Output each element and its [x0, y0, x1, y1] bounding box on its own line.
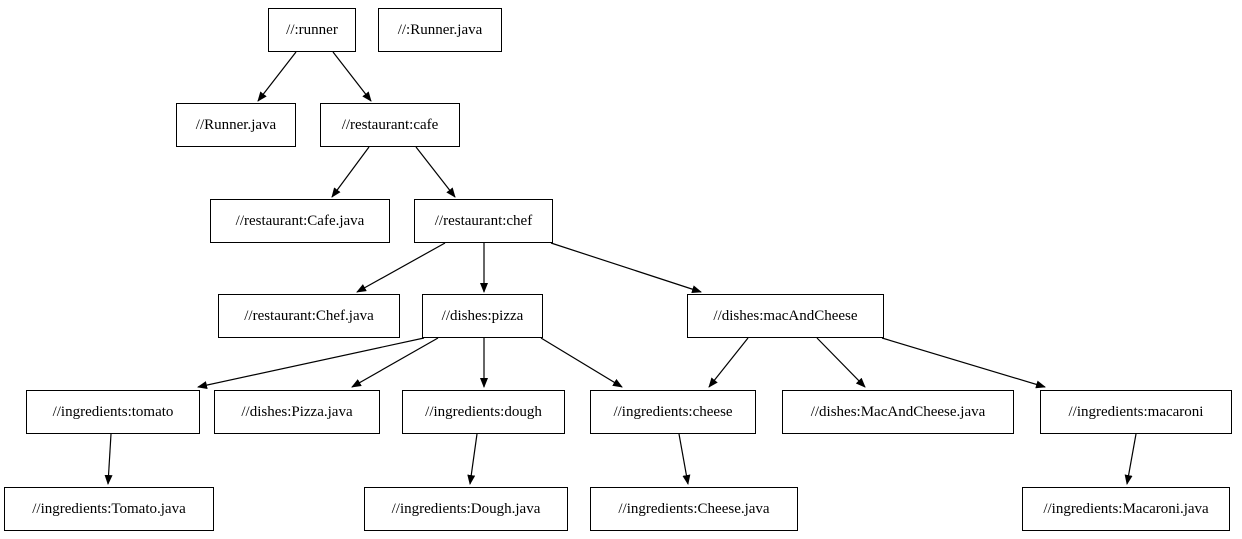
- node-ingredients-cheese: //ingredients:cheese: [590, 390, 756, 434]
- node-root-runner-java: //:Runner.java: [378, 8, 502, 52]
- edge-root-runner-to-runner-java: [257, 51, 297, 102]
- node-restaurant-chef: //restaurant:chef: [414, 199, 553, 243]
- node-dishes-pizza-java: //dishes:Pizza.java: [214, 390, 380, 434]
- edge-root-runner-to-restaurant-cafe: [332, 51, 372, 102]
- edge-restaurant-chef-to-dishes-mac-and-cheese: [550, 242, 702, 294]
- node-ingredients-tomato: //ingredients:tomato: [26, 390, 200, 434]
- node-ingredients-dough-java: //ingredients:Dough.java: [364, 487, 568, 531]
- edge-dishes-pizza-to-ingredients-cheese: [540, 337, 623, 388]
- node-ingredients-cheese-java: //ingredients:Cheese.java: [590, 487, 798, 531]
- edge-restaurant-cafe-to-restaurant-cafe-java: [331, 146, 370, 198]
- edge-dishes-pizza-to-dishes-pizza-java: [351, 337, 439, 388]
- edge-ingredients-tomato-to-ingredients-tomato-java: [104, 433, 113, 485]
- node-runner-java: //Runner.java: [176, 103, 296, 147]
- edge-ingredients-macaroni-to-ingredients-macaroni-java: [1124, 433, 1137, 485]
- node-ingredients-macaroni-java: //ingredients:Macaroni.java: [1022, 487, 1230, 531]
- node-restaurant-cafe-java: //restaurant:Cafe.java: [210, 199, 390, 243]
- edge-dishes-mac-and-cheese-to-ingredients-cheese: [708, 337, 749, 388]
- node-dishes-mac-and-cheese-java: //dishes:MacAndCheese.java: [782, 390, 1014, 434]
- edge-dishes-mac-and-cheese-to-dishes-mac-and-cheese-java: [816, 337, 866, 388]
- node-restaurant-cafe: //restaurant:cafe: [320, 103, 460, 147]
- node-ingredients-macaroni: //ingredients:macaroni: [1040, 390, 1232, 434]
- node-dishes-pizza: //dishes:pizza: [422, 294, 543, 338]
- edge-restaurant-chef-to-restaurant-chef-java: [356, 242, 446, 293]
- node-ingredients-dough: //ingredients:dough: [402, 390, 565, 434]
- edge-ingredients-dough-to-ingredients-dough-java: [467, 433, 478, 485]
- edge-dishes-mac-and-cheese-to-ingredients-macaroni: [881, 337, 1046, 389]
- edge-dishes-pizza-to-ingredients-tomato: [197, 337, 425, 390]
- edge-ingredients-cheese-to-ingredients-cheese-java: [678, 433, 691, 485]
- node-ingredients-tomato-java: //ingredients:Tomato.java: [4, 487, 214, 531]
- edge-restaurant-cafe-to-restaurant-chef: [415, 146, 456, 198]
- node-root-runner: //:runner: [268, 8, 356, 52]
- node-restaurant-chef-java: //restaurant:Chef.java: [218, 294, 400, 338]
- node-dishes-mac-and-cheese: //dishes:macAndCheese: [687, 294, 884, 338]
